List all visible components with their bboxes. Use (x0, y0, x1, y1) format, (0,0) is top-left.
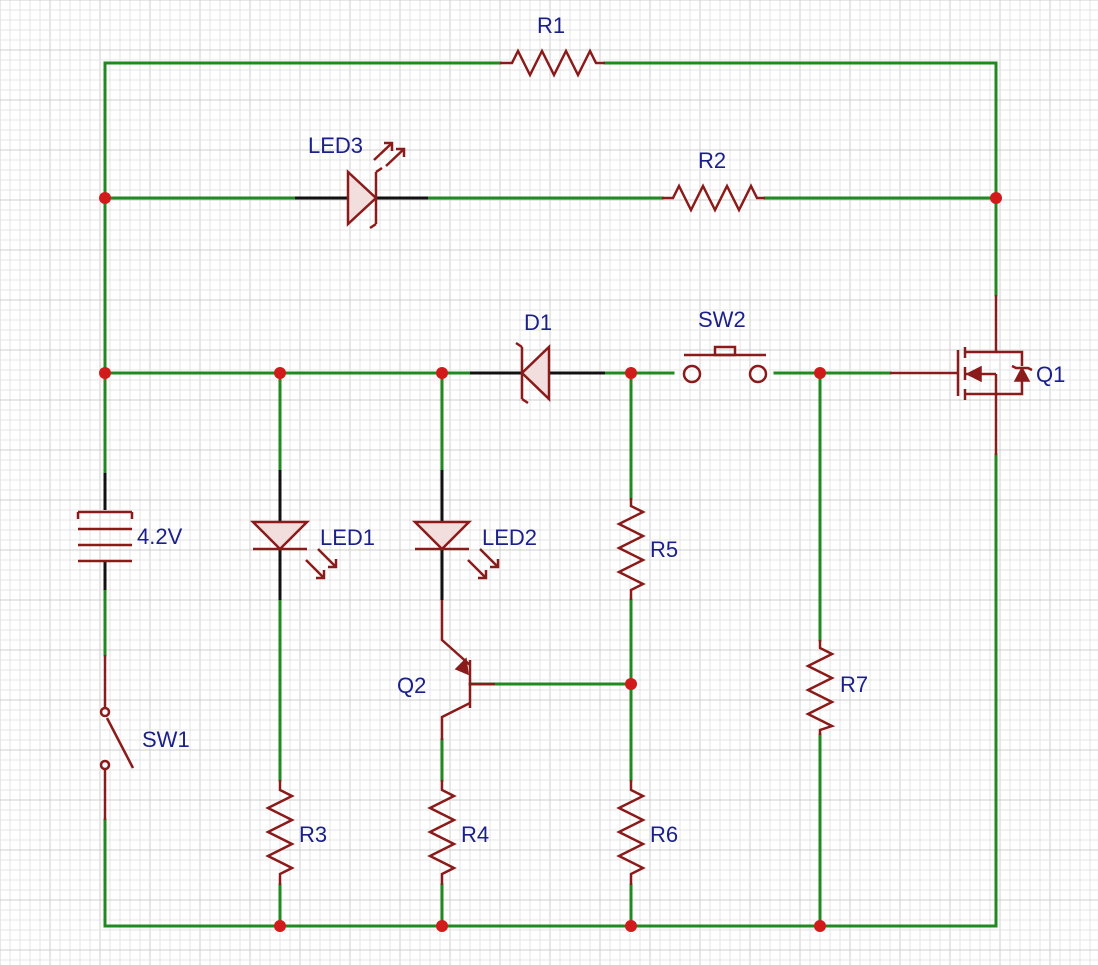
junction-dot (99, 367, 111, 379)
label-battery: 4.2V (137, 524, 183, 549)
label-r2: R2 (698, 148, 726, 173)
led1 (249, 470, 338, 600)
led1-light-arrows (305, 548, 338, 580)
label-r1: R1 (537, 13, 565, 38)
junction-dot (990, 192, 1002, 204)
label-sw2: SW2 (698, 307, 746, 332)
label-r7: R7 (840, 672, 868, 697)
label-q1: Q1 (1036, 362, 1065, 387)
led3 (295, 141, 428, 230)
junction-dot (814, 367, 826, 379)
battery-4v2 (76, 473, 134, 590)
resistor-r7 (805, 640, 836, 735)
led2 (411, 470, 500, 600)
label-r4: R4 (461, 822, 489, 847)
resistor-r3 (265, 780, 295, 885)
resistor-r1 (500, 48, 605, 78)
wire-top-rail-right (603, 61, 998, 297)
resistor-r6 (616, 780, 646, 885)
wires (103, 61, 998, 928)
junction-dot (436, 367, 448, 379)
label-d1: D1 (524, 310, 552, 335)
labels: R1 LED3 R2 D1 SW2 Q1 4.2V LED1 LED2 R5 Q… (137, 13, 1065, 847)
junctions (99, 192, 1002, 932)
led3-light-arrows (373, 141, 406, 167)
junction-dot (625, 367, 637, 379)
transistor-q2 (440, 600, 495, 740)
junction-dot (99, 192, 111, 204)
led2-light-arrows (467, 548, 500, 580)
junction-dot (436, 920, 448, 932)
resistor-r2 (662, 183, 765, 213)
switch-sw1 (99, 655, 135, 820)
label-r6: R6 (650, 822, 678, 847)
junction-dot (625, 678, 637, 690)
label-led1: LED1 (320, 525, 375, 550)
wire-bottom-rail (103, 453, 998, 928)
junction-dot (274, 920, 286, 932)
label-sw1: SW1 (142, 727, 190, 752)
label-r3: R3 (299, 822, 327, 847)
label-led2: LED2 (482, 525, 537, 550)
mosfet-q1 (890, 295, 1033, 455)
pushbutton-sw2 (682, 345, 768, 384)
resistor-r4 (427, 780, 457, 885)
junction-dot (814, 920, 826, 932)
diode-d1 (470, 341, 605, 405)
label-r5: R5 (650, 537, 678, 562)
label-led3: LED3 (308, 133, 363, 158)
label-q2: Q2 (397, 673, 426, 698)
junction-dot (274, 367, 286, 379)
resistor-r5 (616, 498, 646, 600)
junction-dot (625, 920, 637, 932)
wire-top-rail-left (103, 61, 502, 375)
